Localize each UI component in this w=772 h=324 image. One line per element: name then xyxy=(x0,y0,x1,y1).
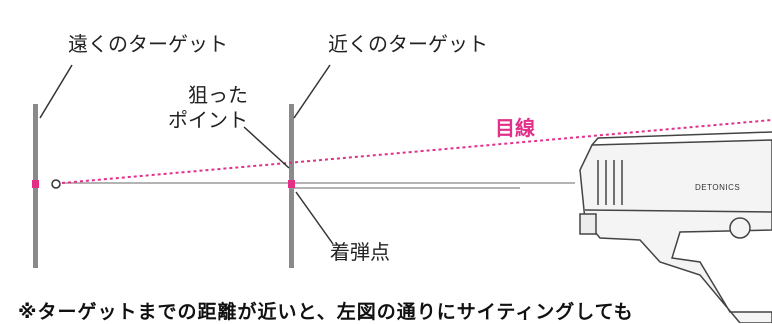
pistol-marking: DETONICS xyxy=(695,183,740,192)
near-target-impact-marker xyxy=(288,180,295,188)
impact-point-leader xyxy=(295,191,334,245)
footnote-text: ※ターゲットまでの距離が近いと、左図の通りにサイティングしても xyxy=(18,301,634,323)
aim-point-label-line1: 狙った xyxy=(188,83,248,107)
far-target-impact-marker xyxy=(32,180,39,188)
aim-point-label-line2: ポイント xyxy=(168,108,248,132)
far-target-leader xyxy=(39,64,73,119)
aim-point-leader xyxy=(243,126,290,169)
near-target-label: 近くのターゲット xyxy=(328,32,488,56)
near-target-leader xyxy=(293,64,331,119)
far-target-aim-circle xyxy=(51,179,61,189)
far-target-label: 遠くのターゲット xyxy=(68,32,228,56)
pistol-illustration xyxy=(579,131,772,323)
sight-line-label: 目線 xyxy=(495,116,535,140)
impact-point-label: 着弾点 xyxy=(330,240,390,264)
sight-line xyxy=(61,119,772,184)
